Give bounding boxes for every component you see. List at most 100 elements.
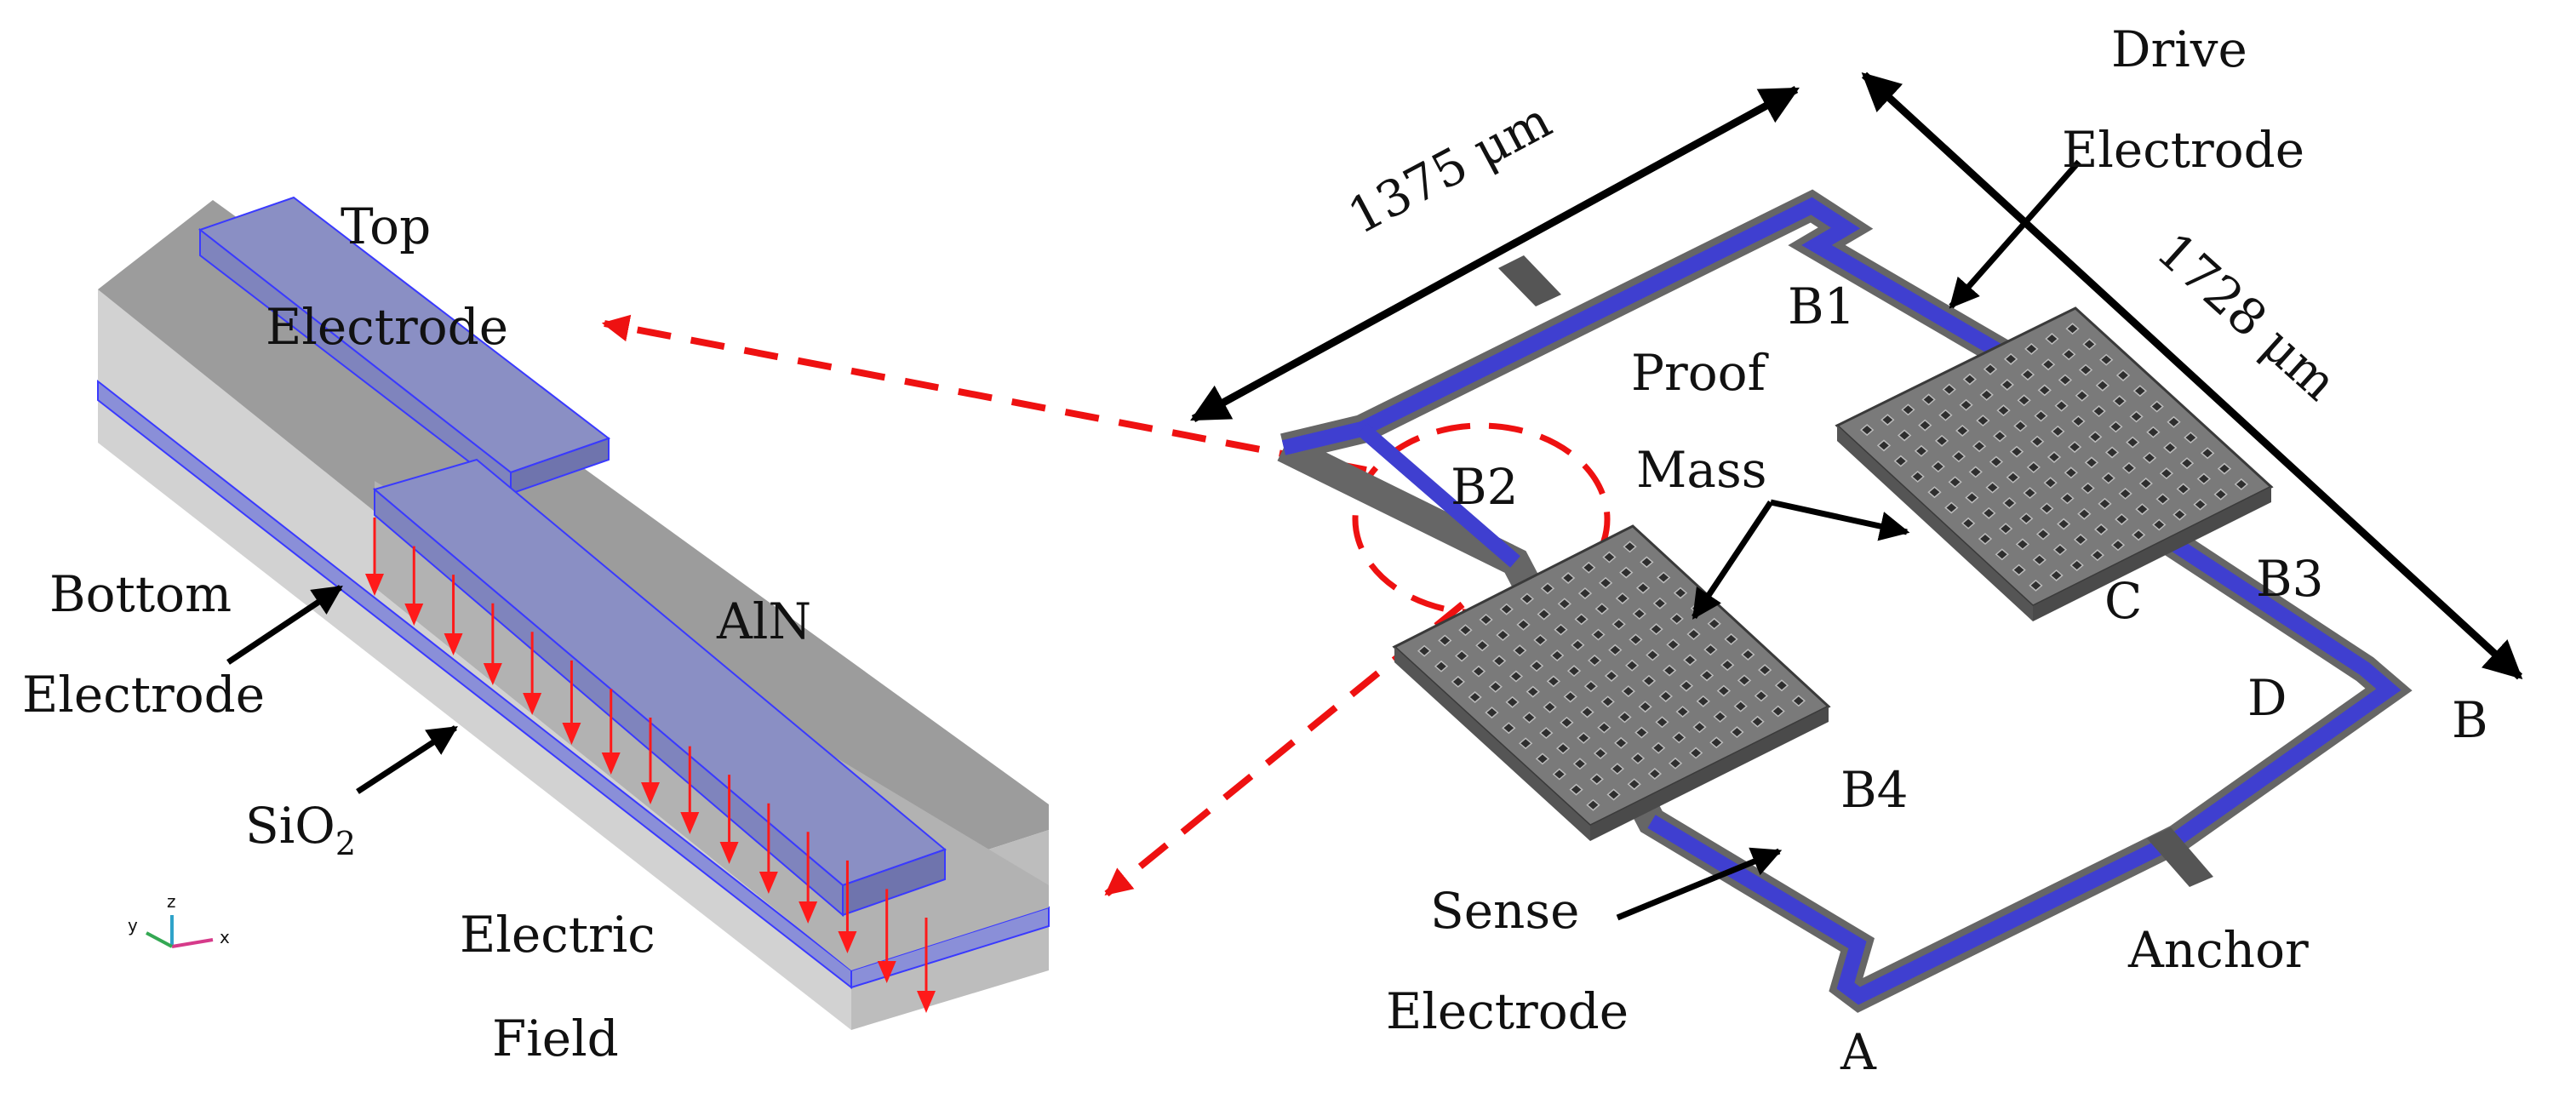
etch-hole (1598, 576, 1613, 589)
arrow-proof-mass-lower (1692, 501, 1773, 620)
etch-hole (1668, 757, 1683, 770)
etch-hole (1669, 612, 1684, 625)
etch-hole (1520, 592, 1535, 605)
axis-x-label: x (220, 927, 230, 947)
etch-hole (1617, 711, 1632, 724)
etch-hole (1652, 741, 1666, 754)
etch-hole (1619, 566, 1634, 579)
etch-hole (1737, 674, 1752, 687)
label-bottom: Bottom (49, 565, 232, 623)
etch-hole (1675, 706, 1690, 718)
axis-z-label: z (167, 891, 176, 912)
etch-hole (1602, 551, 1617, 564)
anchor-upper (1498, 255, 1561, 306)
dimension-arrow-1375 (1190, 86, 1800, 422)
etch-hole (1600, 695, 1615, 708)
etch-hole (1614, 736, 1629, 749)
etch-hole (1606, 788, 1621, 801)
field-arrow-head (719, 842, 739, 864)
field-arrow-head (483, 663, 502, 685)
etch-hole (1750, 715, 1765, 728)
etch-hole (1630, 752, 1646, 764)
etch-hole (1627, 778, 1641, 791)
label-electric: Electric (460, 906, 655, 964)
etch-hole (1569, 783, 1583, 796)
etch-hole (1434, 660, 1449, 672)
etch-hole (1758, 664, 1772, 677)
etch-hole (1641, 674, 1657, 687)
frame-electrode (1281, 197, 2006, 455)
etch-hole (1582, 561, 1596, 574)
dimension-arrow-1728 (1861, 72, 2523, 680)
etch-hole (1560, 716, 1574, 729)
etch-hole (1557, 598, 1571, 610)
etch-hole (1491, 655, 1507, 667)
label-b4: B4 (1840, 761, 1909, 819)
field-arrow-head (404, 604, 424, 626)
etch-hole (1649, 623, 1663, 636)
etch-hole (1577, 731, 1591, 744)
proof-mass-lower (1392, 524, 1831, 841)
field-arrow-head (758, 872, 778, 894)
label-anchor: Anchor (2127, 921, 2309, 979)
etch-hole (1550, 649, 1565, 662)
dimension-label-1375: 1375 μm (1339, 91, 1560, 246)
top-electrode-rear-end (510, 437, 610, 495)
arrow-sio2 (356, 725, 458, 794)
etch-hole (1552, 768, 1566, 781)
etch-hole (1479, 613, 1493, 626)
etch-hole (1475, 639, 1490, 652)
etch-hole (1508, 670, 1524, 683)
label-b2: B2 (1451, 458, 1519, 516)
callout-line-upper (601, 314, 1367, 473)
etch-hole (1716, 684, 1732, 697)
etch-hole (1505, 695, 1520, 708)
anchor-lower (2147, 827, 2213, 887)
etch-hole (1451, 675, 1465, 688)
field-arrow-head (523, 693, 542, 715)
etch-hole (1594, 603, 1609, 615)
etch-hole (1662, 664, 1677, 677)
etch-hole (1574, 613, 1589, 626)
etch-hole (1577, 587, 1593, 600)
axis-triad: z x y (128, 891, 230, 948)
etch-hole (1604, 670, 1619, 682)
etch-hole (1683, 654, 1697, 667)
etch-hole (1488, 680, 1503, 693)
label-b3: B3 (2256, 550, 2324, 608)
etch-hole (1589, 773, 1604, 786)
etch-hole (1774, 679, 1789, 692)
etch-hole (1733, 700, 1748, 712)
layer-stack-diagram (97, 196, 1050, 1030)
etch-hole (1471, 665, 1486, 678)
etch-hole (1624, 659, 1640, 672)
etch-hole (1546, 675, 1561, 688)
frame-electrode-b2 (1357, 423, 1520, 568)
etch-hole (1741, 649, 1755, 661)
etch-hole (1634, 726, 1649, 739)
label-sense: Sense (1430, 882, 1580, 940)
etch-hole (1580, 706, 1594, 718)
etch-hole (1438, 634, 1452, 647)
etch-hole (1655, 716, 1669, 729)
etch-hole (1533, 633, 1548, 646)
etch-hole (1529, 660, 1544, 672)
etch-hole (1640, 556, 1654, 569)
etch-hole (1586, 798, 1600, 811)
etch-hole (1686, 628, 1701, 641)
etch-hole (1652, 597, 1668, 609)
etch-hole (1499, 603, 1514, 615)
etch-hole (1518, 737, 1533, 750)
etch-hole (1791, 695, 1806, 707)
etch-hole (1615, 592, 1630, 604)
label-b1: B1 (1788, 278, 1856, 335)
etch-hole (1703, 644, 1718, 656)
etch-hole (1555, 742, 1571, 755)
etch-hole (1563, 690, 1577, 703)
electric-field-arrows (365, 518, 936, 1013)
label-top-electrode: Electrode (266, 298, 508, 356)
etch-hole (1688, 747, 1703, 759)
etch-hole (1539, 727, 1554, 740)
